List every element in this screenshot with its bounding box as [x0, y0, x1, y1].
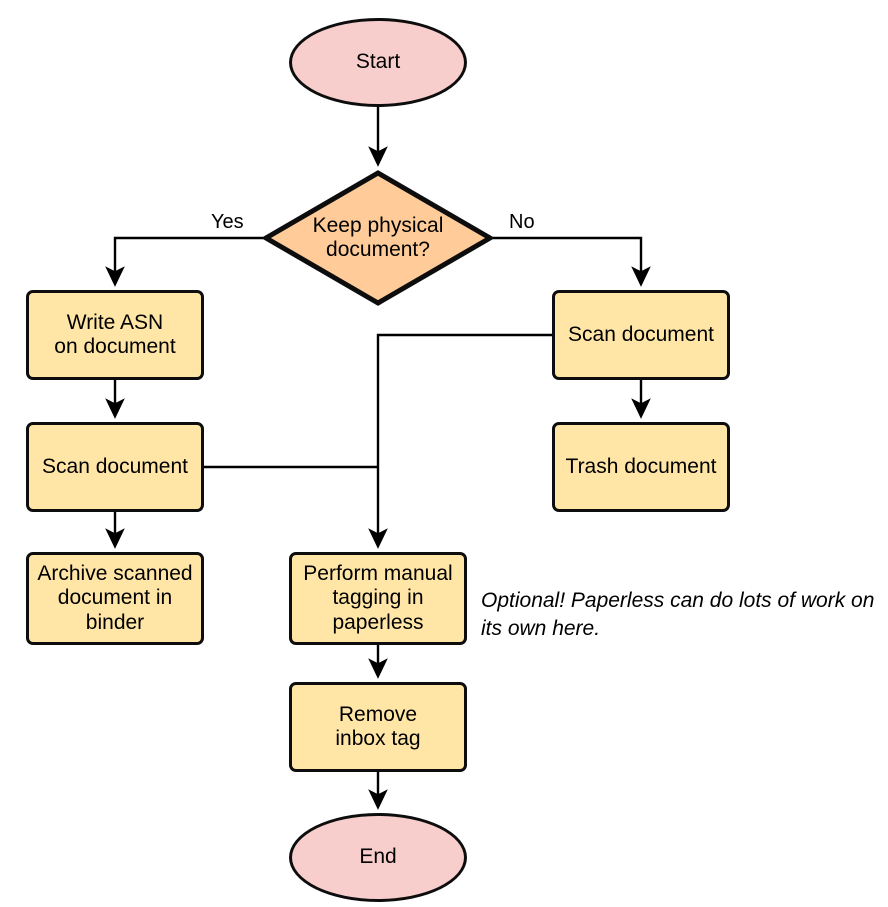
- node-archive-label-line2: document in: [57, 586, 173, 610]
- node-archive-label-line1: Archive scanned: [37, 561, 193, 585]
- edge-scan-right-to-tagging: [368, 333, 552, 549]
- node-remove-inbox-label: Remove inbox tag: [335, 703, 420, 752]
- node-decision-label-line1: Keep physical: [312, 213, 444, 237]
- node-start[interactable]: Start: [289, 18, 467, 107]
- node-write-asn-label: Write ASN on document: [54, 311, 175, 360]
- node-tagging-label-line3: paperless: [332, 610, 424, 634]
- node-tagging-label-line1: Perform manual: [303, 561, 453, 585]
- node-scan-document-right[interactable]: Scan document: [552, 290, 730, 380]
- node-end[interactable]: End: [289, 813, 467, 902]
- node-archive-label: Archive scanned document in binder: [37, 562, 192, 635]
- node-remove-inbox-tag[interactable]: Remove inbox tag: [289, 682, 467, 772]
- edge-label-yes: Yes: [211, 211, 244, 233]
- node-end-label: End: [359, 845, 397, 869]
- node-tagging-label: Perform manual tagging in paperless: [303, 562, 452, 635]
- edge-label-no: No: [509, 211, 535, 233]
- node-scan-document-left-label: Scan document: [42, 454, 188, 478]
- node-decision-keep-physical-document[interactable]: Keep physical document?: [263, 170, 493, 306]
- node-archive-label-line3: binder: [85, 610, 145, 634]
- node-decision-label-line2: document?: [326, 238, 430, 261]
- annotation-optional-note-line2: its own here.: [481, 616, 601, 640]
- node-remove-inbox-label-line1: Remove: [338, 702, 418, 726]
- annotation-optional-note: Optional! Paperless can do lots of work …: [481, 587, 881, 643]
- edge-decision-no-to-scan-right: [493, 236, 651, 287]
- node-tagging-label-line2: tagging in: [332, 586, 424, 610]
- node-scan-document-right-label: Scan document: [568, 322, 714, 346]
- node-write-asn-label-line1: Write ASN: [66, 310, 164, 334]
- node-trash-document-label: Trash document: [565, 454, 717, 478]
- node-write-asn-on-document[interactable]: Write ASN on document: [26, 290, 204, 380]
- node-decision-label: Keep physical document?: [293, 214, 463, 263]
- node-write-asn-label-line2: on document: [54, 335, 176, 358]
- node-start-label: Start: [355, 50, 401, 74]
- node-archive-scanned-document[interactable]: Archive scanned document in binder: [26, 552, 204, 645]
- edge-decision-yes-to-write-asn: [105, 236, 263, 287]
- diamond-shape: [263, 170, 493, 306]
- node-trash-document[interactable]: Trash document: [552, 422, 730, 512]
- node-remove-inbox-label-line2: inbox tag: [335, 727, 421, 750]
- annotation-optional-note-line1: Optional! Paperless can do lots of work …: [481, 589, 875, 612]
- node-perform-manual-tagging[interactable]: Perform manual tagging in paperless: [289, 552, 467, 645]
- node-scan-document-left[interactable]: Scan document: [26, 422, 204, 512]
